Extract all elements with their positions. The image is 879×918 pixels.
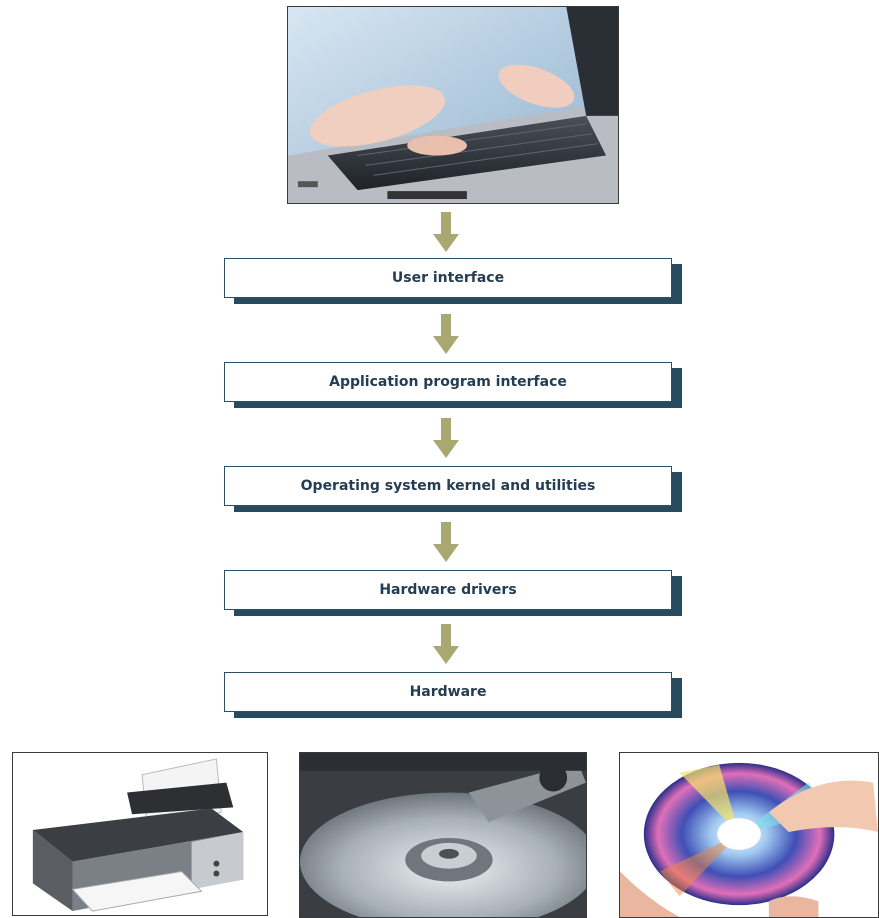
layer-user-interface: User interface — [224, 258, 682, 304]
layer-application-program-interface: Application program interface — [224, 362, 682, 408]
layer-hardware: Hardware — [224, 672, 682, 718]
layer-label: User interface — [391, 270, 505, 286]
layer-label: Hardware drivers — [379, 582, 517, 598]
printer-photo — [12, 752, 268, 916]
layer-box: Hardware — [224, 672, 672, 712]
layer-operating-system-kernel: Operating system kernel and utilities — [224, 466, 682, 512]
down-arrow-icon — [432, 314, 460, 354]
layer-label: Application program interface — [329, 374, 567, 390]
layer-label: Hardware — [409, 684, 487, 700]
down-arrow-icon — [432, 418, 460, 458]
down-arrow-icon — [432, 212, 460, 252]
layer-box: User interface — [224, 258, 672, 298]
layer-box: Application program interface — [224, 362, 672, 402]
laptop-typing-photo — [287, 6, 619, 204]
layer-hardware-drivers: Hardware drivers — [224, 570, 682, 616]
layer-box: Operating system kernel and utilities — [224, 466, 672, 506]
hard-drive-photo — [299, 752, 587, 918]
layer-box: Hardware drivers — [224, 570, 672, 610]
down-arrow-icon — [432, 522, 460, 562]
layer-label: Operating system kernel and utilities — [300, 478, 596, 494]
optical-disc-photo — [619, 752, 879, 918]
down-arrow-icon — [432, 624, 460, 664]
